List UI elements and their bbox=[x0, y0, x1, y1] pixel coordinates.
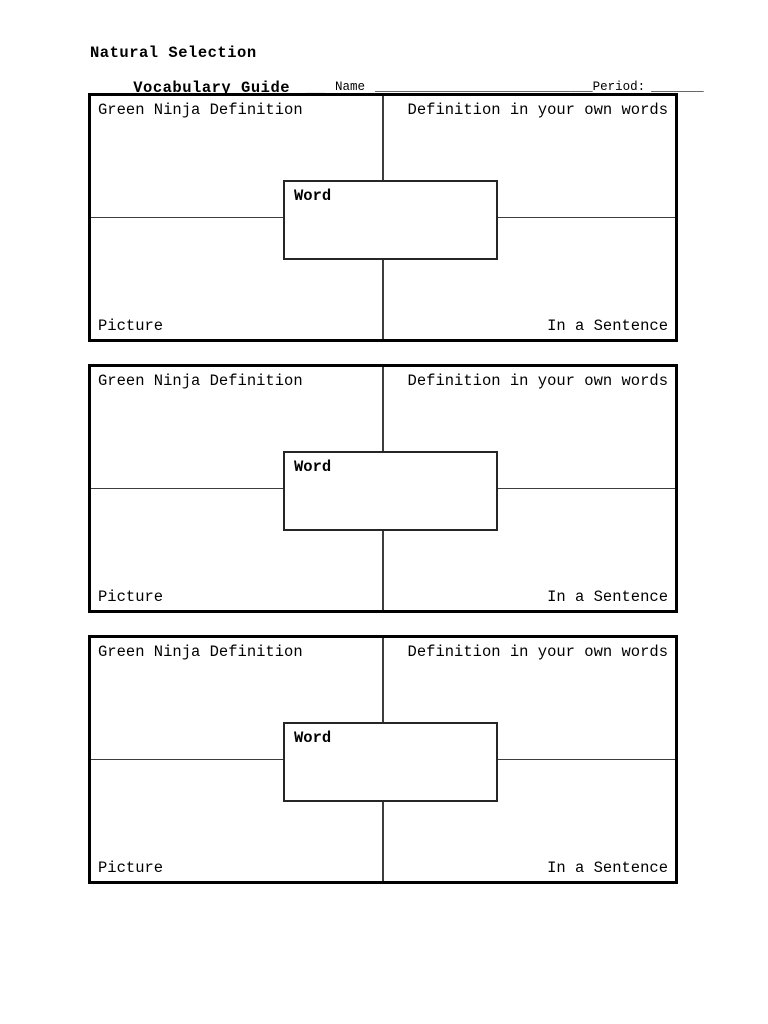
own-words-label: Definition in your own words bbox=[407, 101, 668, 119]
page-title: Natural Selection bbox=[90, 44, 257, 62]
own-words-label: Definition in your own words bbox=[407, 372, 668, 390]
picture-label: Picture bbox=[98, 859, 164, 877]
word-label: Word bbox=[294, 187, 332, 205]
word-box: Word bbox=[283, 451, 498, 531]
word-label: Word bbox=[294, 729, 332, 747]
word-box: Word bbox=[283, 722, 498, 802]
word-box: Word bbox=[283, 180, 498, 260]
period-label: Period: bbox=[592, 80, 646, 94]
sentence-label: In a Sentence bbox=[547, 859, 668, 877]
name-blank-line: _____________________________ bbox=[375, 80, 593, 94]
subtitle-text: Vocabulary Guide bbox=[133, 79, 291, 97]
sentence-label: In a Sentence bbox=[547, 317, 668, 335]
word-label: Word bbox=[294, 458, 332, 476]
green-ninja-definition-label: Green Ninja Definition bbox=[98, 372, 303, 390]
subtitle-blank: __ bbox=[306, 79, 326, 97]
sentence-label: In a Sentence bbox=[547, 588, 668, 606]
picture-label: Picture bbox=[98, 588, 164, 606]
own-words-label: Definition in your own words bbox=[407, 643, 668, 661]
picture-label: Picture bbox=[98, 317, 164, 335]
vocab-card-3: Green Ninja Definition Definition in you… bbox=[88, 635, 678, 884]
period-blank-line: _______ bbox=[651, 80, 704, 94]
green-ninja-definition-label: Green Ninja Definition bbox=[98, 101, 303, 119]
vocab-card-1: Green Ninja Definition Definition in you… bbox=[88, 93, 678, 342]
name-period-line: Name _____________________________Period:… bbox=[305, 66, 704, 108]
page-subtitle: Vocabulary Guide __ bbox=[94, 64, 326, 112]
vocab-card-2: Green Ninja Definition Definition in you… bbox=[88, 364, 678, 613]
name-label: Name bbox=[335, 80, 366, 94]
green-ninja-definition-label: Green Ninja Definition bbox=[98, 643, 303, 661]
